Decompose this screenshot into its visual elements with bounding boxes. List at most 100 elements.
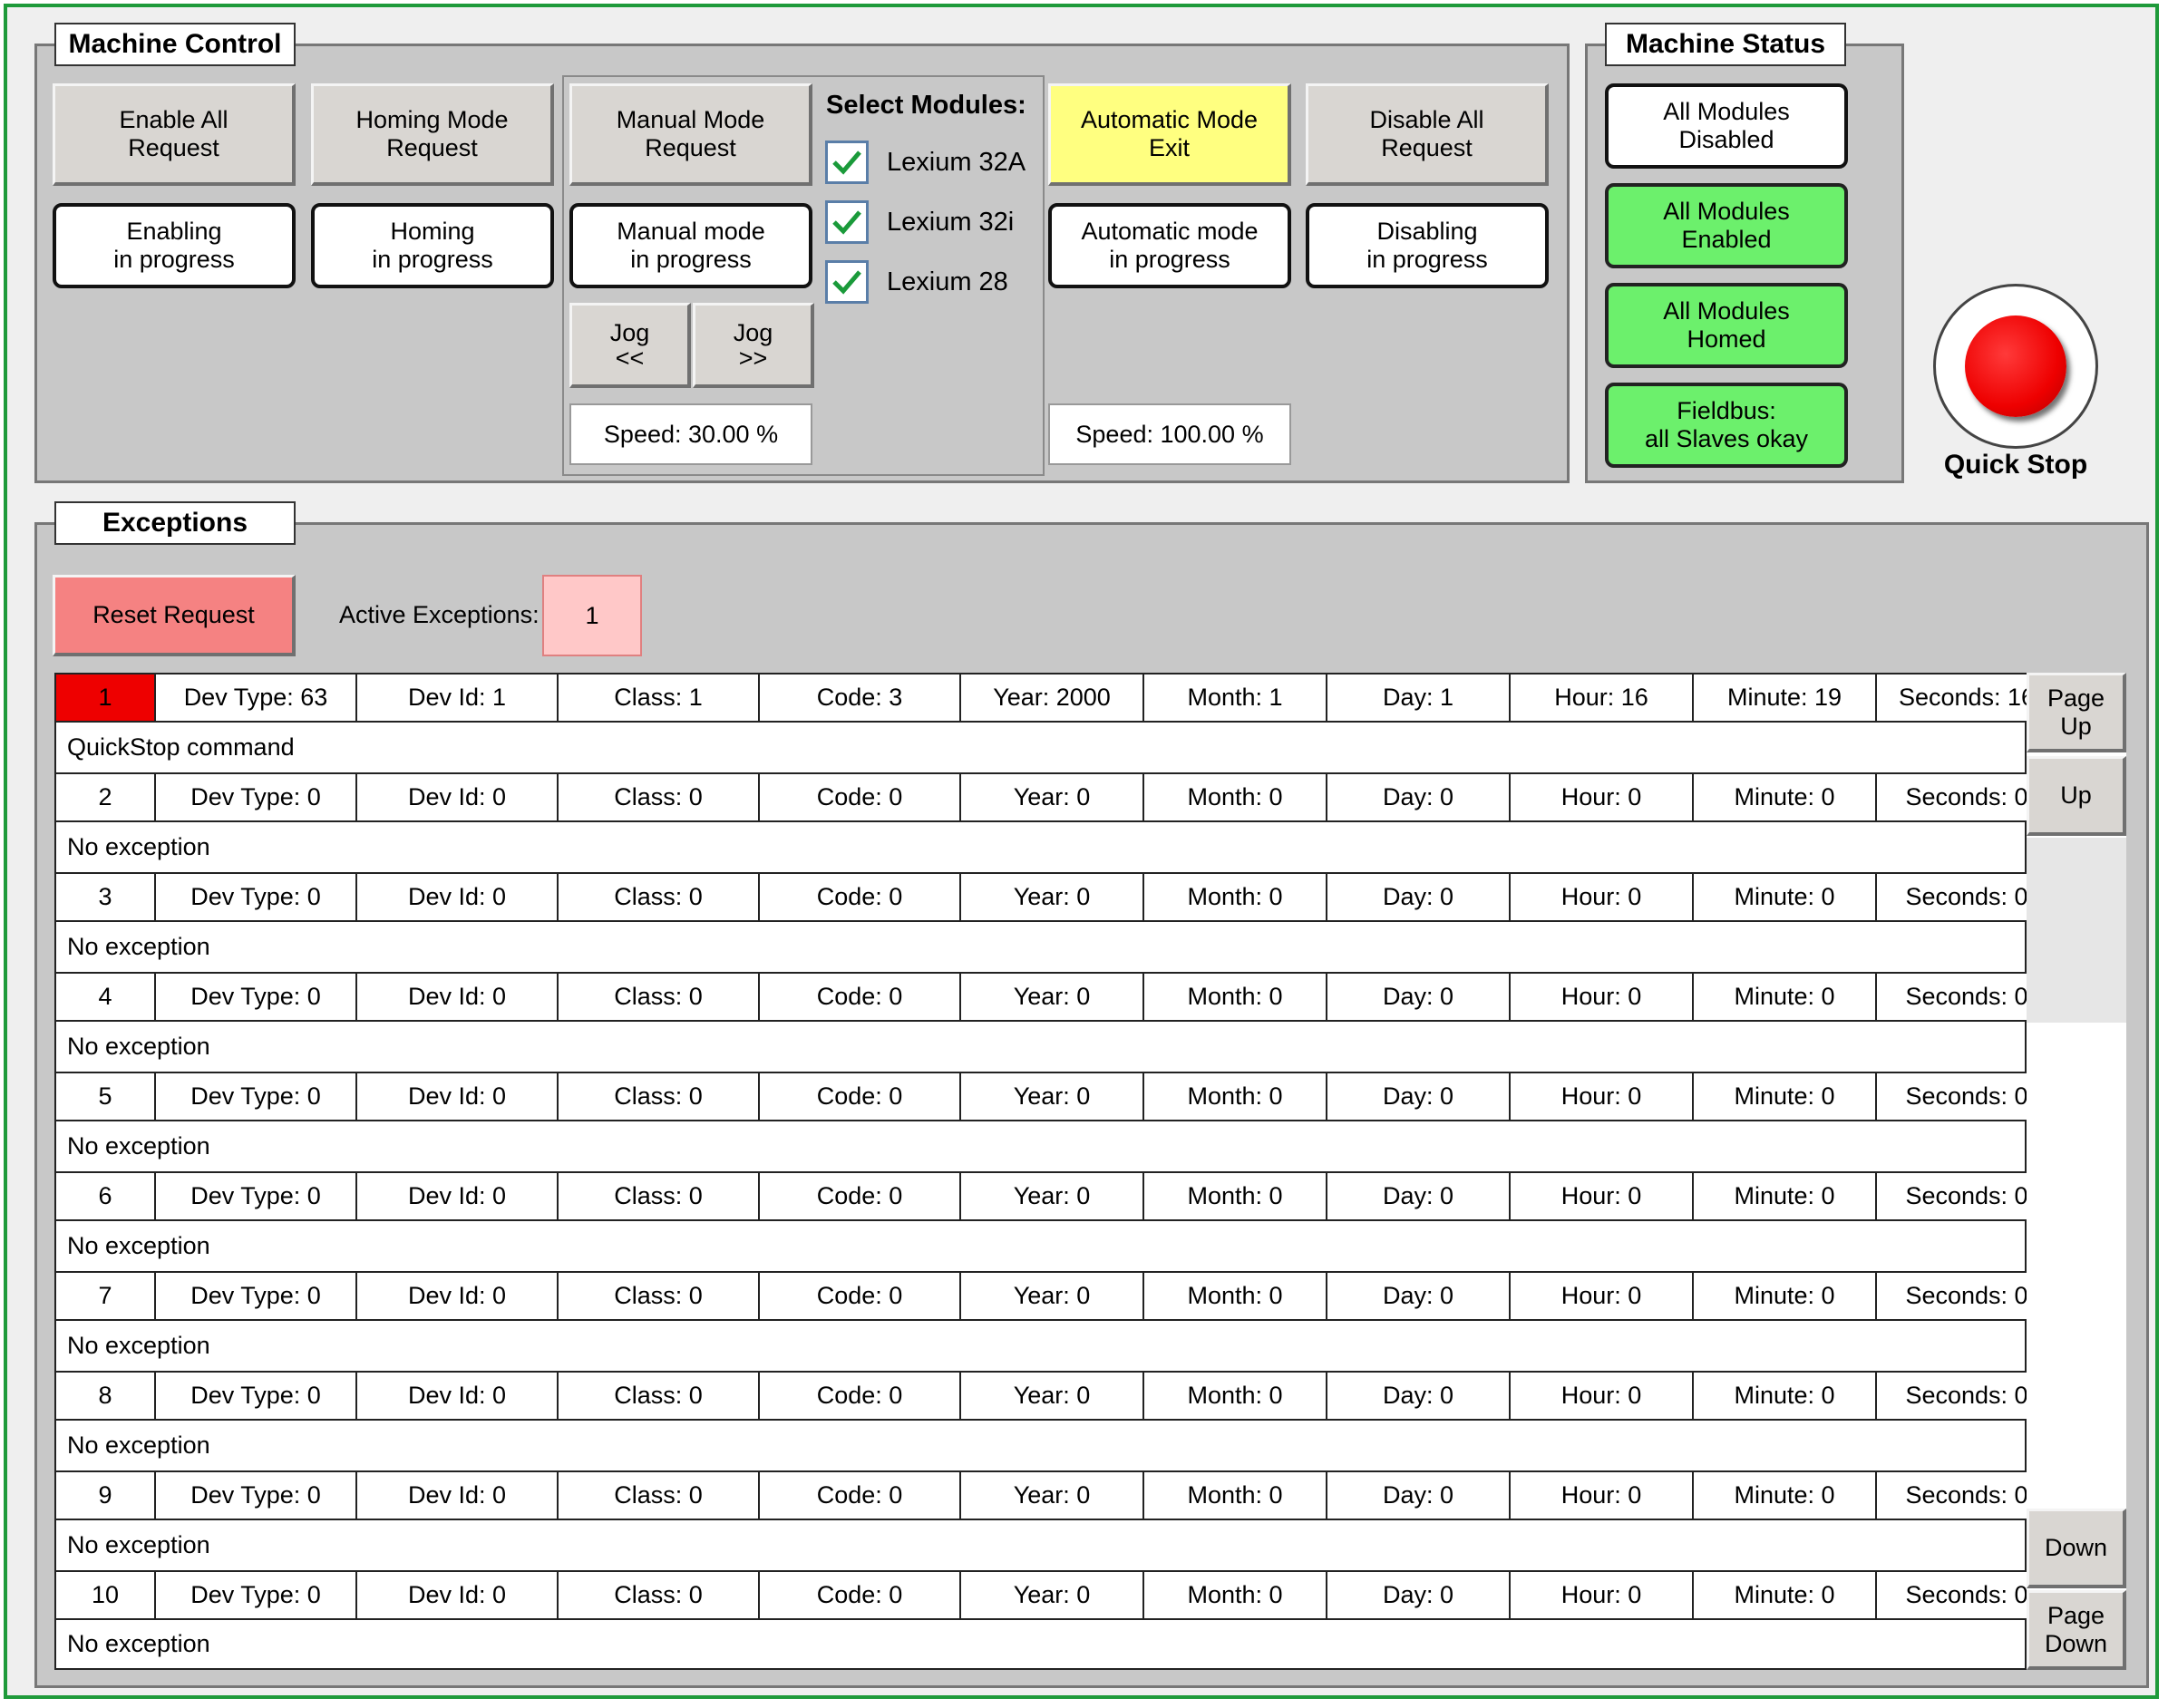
month-cell: Month: 0: [1142, 1171, 1327, 1221]
hour-cell: Hour: 0: [1509, 872, 1694, 922]
exception-index: 9: [54, 1470, 156, 1520]
minute-cell: Minute: 0: [1692, 1371, 1877, 1421]
quick-stop-label: Quick Stop: [1943, 450, 2088, 480]
homing-in-progress-indicator: Homing in progress: [311, 203, 554, 288]
page-down-button[interactable]: Page Down: [2027, 1590, 2126, 1670]
code-cell: Code: 0: [758, 1570, 961, 1620]
down-button[interactable]: Down: [2027, 1509, 2126, 1588]
minute-cell: Minute: 19: [1692, 673, 1877, 723]
year-cell: Year: 0: [959, 1470, 1144, 1520]
enabling-in-progress-indicator: Enabling in progress: [53, 203, 296, 288]
dev-id-cell: Dev Id: 0: [355, 972, 559, 1022]
all-modules-enabled-indicator: All Modules Enabled: [1605, 183, 1848, 268]
exception-index: 8: [54, 1371, 156, 1421]
year-cell: Year: 0: [959, 972, 1144, 1022]
lexium-28-label: Lexium 28: [887, 267, 1008, 296]
reset-request-button[interactable]: Reset Request: [53, 575, 296, 656]
class-cell: Class: 0: [557, 1072, 760, 1121]
month-cell: Month: 0: [1142, 1271, 1327, 1321]
class-cell: Class: 0: [557, 972, 760, 1022]
year-cell: Year: 0: [959, 1570, 1144, 1620]
hour-cell: Hour: 0: [1509, 1470, 1694, 1520]
hour-cell: Hour: 0: [1509, 1171, 1694, 1221]
enable-all-request-button[interactable]: Enable All Request: [53, 83, 296, 186]
dev-id-cell: Dev Id: 0: [355, 1171, 559, 1221]
class-cell: Class: 0: [557, 772, 760, 822]
hour-cell: Hour: 16: [1509, 673, 1694, 723]
exception-message: No exception: [54, 1221, 2027, 1271]
class-cell: Class: 1: [557, 673, 760, 723]
exception-index: 4: [54, 972, 156, 1022]
lexium-32a-checkbox[interactable]: [825, 141, 869, 184]
manual-mode-in-progress-indicator: Manual mode in progress: [569, 203, 812, 288]
all-modules-homed-indicator: All Modules Homed: [1605, 283, 1848, 368]
exception-index: 10: [54, 1570, 156, 1620]
dev-type-cell: Dev Type: 0: [154, 872, 357, 922]
exception-index: 7: [54, 1271, 156, 1321]
quick-stop-icon: [1965, 315, 2066, 417]
up-button[interactable]: Up: [2027, 756, 2126, 836]
year-cell: Year: 0: [959, 1072, 1144, 1121]
code-cell: Code: 0: [758, 1371, 961, 1421]
dev-type-cell: Dev Type: 0: [154, 1072, 357, 1121]
year-cell: Year: 0: [959, 1271, 1144, 1321]
lexium-32i-checkbox[interactable]: [825, 200, 869, 244]
checkmark-icon: [832, 150, 861, 175]
homing-mode-request-button[interactable]: Homing Mode Request: [311, 83, 554, 186]
month-cell: Month: 0: [1142, 1371, 1327, 1421]
active-exceptions-count: 1: [542, 575, 642, 656]
year-cell: Year: 0: [959, 1171, 1144, 1221]
dev-id-cell: Dev Id: 0: [355, 1271, 559, 1321]
select-modules-label: Select Modules:: [826, 91, 1026, 120]
code-cell: Code: 0: [758, 772, 961, 822]
dev-type-cell: Dev Type: 63: [154, 673, 357, 723]
class-cell: Class: 0: [557, 872, 760, 922]
active-exceptions-label: Active Exceptions:: [339, 601, 540, 628]
code-cell: Code: 0: [758, 1271, 961, 1321]
month-cell: Month: 0: [1142, 972, 1327, 1022]
jog-backward-button[interactable]: Jog <<: [569, 303, 691, 388]
exception-message: No exception: [54, 822, 2027, 872]
code-cell: Code: 0: [758, 1072, 961, 1121]
automatic-mode-exit-button[interactable]: Automatic Mode Exit: [1048, 83, 1291, 186]
day-cell: Day: 0: [1326, 772, 1511, 822]
minute-cell: Minute: 0: [1692, 1171, 1877, 1221]
day-cell: Day: 0: [1326, 1072, 1511, 1121]
class-cell: Class: 0: [557, 1171, 760, 1221]
dev-id-cell: Dev Id: 0: [355, 1072, 559, 1121]
class-cell: Class: 0: [557, 1570, 760, 1620]
minute-cell: Minute: 0: [1692, 1570, 1877, 1620]
machine-status-title: Machine Status: [1605, 23, 1846, 66]
dev-type-cell: Dev Type: 0: [154, 772, 357, 822]
quick-stop-button[interactable]: [1933, 284, 2098, 449]
day-cell: Day: 0: [1326, 872, 1511, 922]
disable-all-request-button[interactable]: Disable All Request: [1306, 83, 1549, 186]
exception-message: No exception: [54, 1121, 2027, 1171]
jog-forward-button[interactable]: Jog >>: [693, 303, 814, 388]
dev-id-cell: Dev Id: 0: [355, 1570, 559, 1620]
exception-message: No exception: [54, 1421, 2027, 1470]
page-up-button[interactable]: Page Up: [2027, 673, 2126, 752]
checkmark-icon: [832, 210, 861, 235]
dev-id-cell: Dev Id: 0: [355, 1371, 559, 1421]
class-cell: Class: 0: [557, 1371, 760, 1421]
code-cell: Code: 0: [758, 1470, 961, 1520]
dev-id-cell: Dev Id: 0: [355, 872, 559, 922]
year-cell: Year: 0: [959, 772, 1144, 822]
minute-cell: Minute: 0: [1692, 772, 1877, 822]
exceptions-scroll-thumb[interactable]: [2027, 838, 2126, 1023]
lexium-28-checkbox[interactable]: [825, 260, 869, 304]
manual-mode-request-button[interactable]: Manual Mode Request: [569, 83, 812, 186]
dev-type-cell: Dev Type: 0: [154, 1371, 357, 1421]
day-cell: Day: 0: [1326, 1371, 1511, 1421]
month-cell: Month: 0: [1142, 1470, 1327, 1520]
lexium-32a-label: Lexium 32A: [887, 148, 1026, 177]
